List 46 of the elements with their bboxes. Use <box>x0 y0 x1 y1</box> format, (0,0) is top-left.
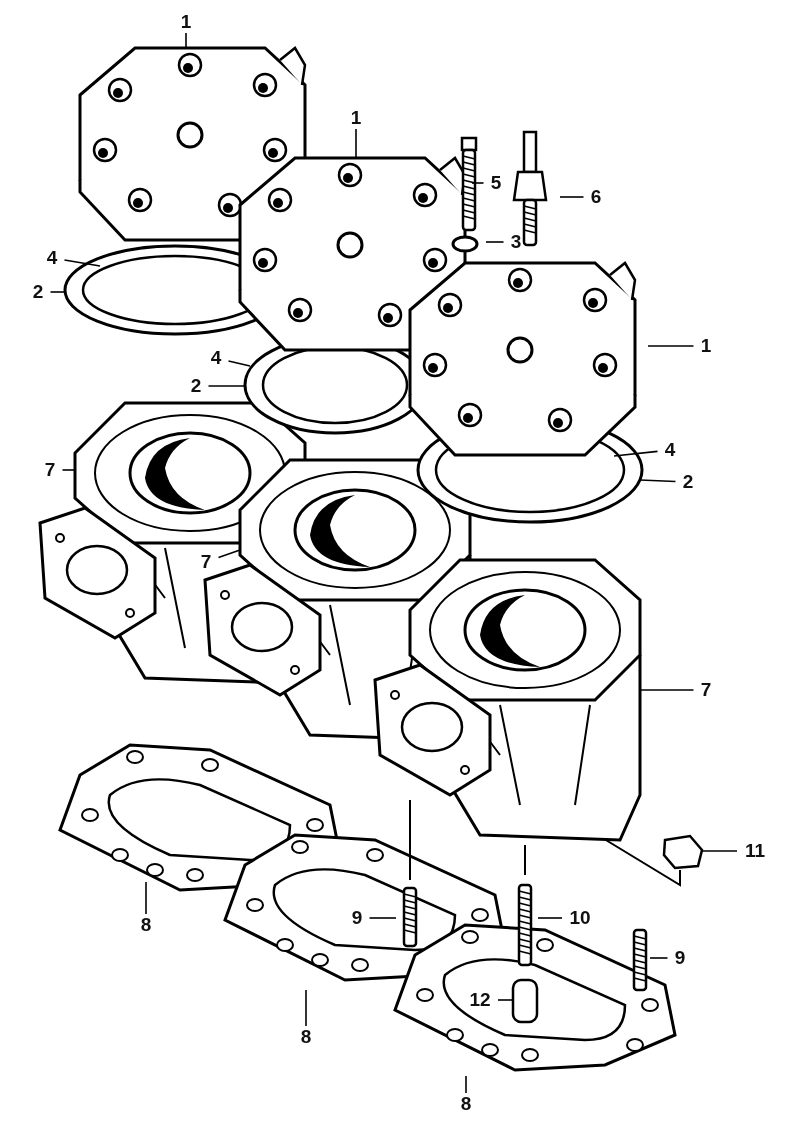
leader-line <box>613 450 659 457</box>
callout-number: 12 <box>462 989 498 1011</box>
callout-number: 2 <box>183 375 209 397</box>
leader-line <box>559 196 585 198</box>
callout-number: 2 <box>25 281 51 303</box>
callout-number: 7 <box>693 679 719 701</box>
leader-line <box>701 850 738 852</box>
callout-number: 2 <box>675 471 701 493</box>
callout-number: 8 <box>293 1026 319 1048</box>
callout-number: 4 <box>657 439 683 461</box>
callout-number: 1 <box>343 107 369 129</box>
callout-number: 4 <box>203 347 229 369</box>
callout-number: 3 <box>503 231 529 253</box>
leader-line <box>647 345 695 347</box>
leader-line <box>185 32 187 49</box>
leader-line <box>207 385 247 387</box>
callout-number: 11 <box>737 840 773 862</box>
leader-line <box>63 259 101 267</box>
callout-number: 6 <box>583 186 609 208</box>
leader-line <box>537 917 563 919</box>
leader-line <box>497 999 513 1001</box>
callout-number: 7 <box>37 459 63 481</box>
leader-line <box>639 689 695 691</box>
leader-line <box>485 241 505 243</box>
callout-number: 7 <box>193 551 219 573</box>
leader-line <box>639 479 677 483</box>
callout-number: 1 <box>693 335 719 357</box>
leader-line <box>355 128 357 159</box>
leader-line <box>471 182 485 184</box>
leader-line <box>217 549 241 559</box>
leader-line <box>227 360 251 367</box>
leader-line <box>145 881 147 915</box>
callout-number: 1 <box>173 11 199 33</box>
leader-line <box>465 1075 467 1094</box>
leader-line <box>305 989 307 1027</box>
callout-number: 8 <box>453 1093 479 1115</box>
callout-number: 10 <box>562 907 598 929</box>
callout-number: 5 <box>483 172 509 194</box>
leader-line <box>61 469 76 471</box>
leader-line <box>649 957 669 959</box>
leader-line <box>49 291 67 293</box>
callout-number: 8 <box>133 914 159 936</box>
leader-line <box>368 917 397 919</box>
callout-number: 4 <box>39 247 65 269</box>
callout-number: 9 <box>667 947 693 969</box>
callout-number: 9 <box>344 907 370 929</box>
